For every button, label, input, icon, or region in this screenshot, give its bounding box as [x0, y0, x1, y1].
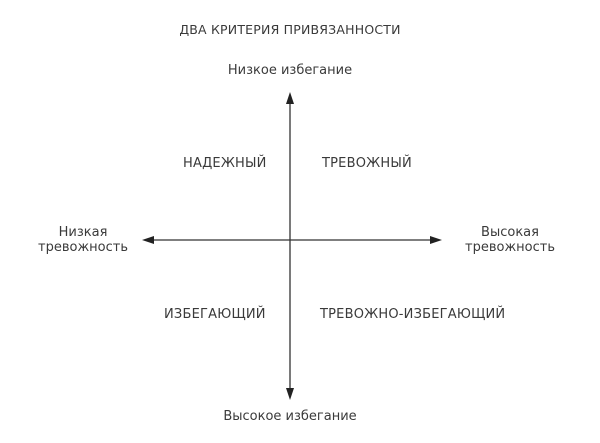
low-anxiety-label-line2: тревожность	[38, 240, 128, 255]
arrow-left-icon	[142, 236, 154, 244]
arrow-right-icon	[430, 236, 442, 244]
high-avoidance-label: Высокое избегание	[223, 409, 357, 424]
quadrant-anxious: ТРЕВОЖНЫЙ	[322, 156, 412, 171]
horizontal-axis	[142, 236, 442, 244]
low-avoidance-label: Низкое избегание	[227, 63, 353, 78]
quadrant-secure: НАДЕЖНЫЙ	[183, 156, 267, 171]
high-anxiety-label: Высокая тревожность	[450, 225, 570, 255]
quadrant-anxious-avoidant: ТРЕВОЖНО-ИЗБЕГАЮЩИЙ	[320, 307, 506, 322]
diagram-title: ДВА КРИТЕРИЯ ПРИВЯЗАННОСТИ	[179, 22, 401, 37]
arrow-up-icon	[286, 92, 294, 104]
vertical-axis	[286, 92, 294, 400]
quadrant-avoidant: ИЗБЕГАЮЩИЙ	[164, 307, 266, 322]
high-anxiety-label-line2: тревожность	[465, 240, 555, 255]
arrow-down-icon	[286, 388, 294, 400]
low-anxiety-label: Низкая тревожность	[38, 225, 128, 255]
high-anxiety-label-line1: Высокая	[481, 225, 539, 240]
low-anxiety-label-line1: Низкая	[58, 225, 108, 240]
